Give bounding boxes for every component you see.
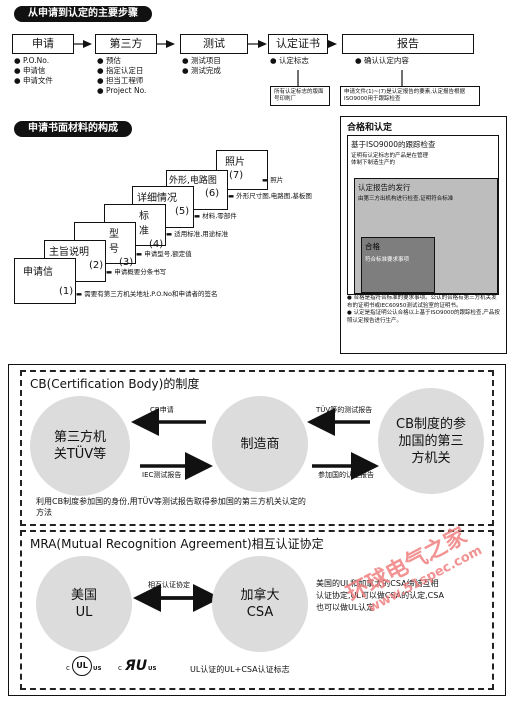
step-4-items: ● 认定标志 bbox=[270, 56, 309, 65]
logo-caption: UL认证的UL+CSA认证标志 bbox=[190, 665, 290, 674]
cb-center-circle: 制造商 bbox=[212, 396, 308, 492]
cb-arrow-label-1: CB申请 bbox=[150, 406, 174, 414]
doc-desc-5: ▬ 材料,零部件 bbox=[194, 212, 237, 220]
cb-left-circle: 第三方机关TÜV等 bbox=[30, 396, 130, 496]
mra-right-circle: 加拿大CSA bbox=[212, 556, 308, 652]
cb-section bbox=[20, 370, 494, 526]
cb-arrow-label-2: IEC测试报告 bbox=[142, 471, 182, 479]
mra-arrow-label: 相互认证协定 bbox=[148, 581, 190, 589]
mra-text: 美国的UL和加拿大的CSA缔结互相认证协定,UL可以做CSA的认定,CSA也可以… bbox=[316, 579, 444, 612]
step-box-4: 认定证书 bbox=[268, 34, 328, 54]
docs-title: 申请书面材料的构成 bbox=[14, 121, 132, 137]
note-report: 申请文件(1)~(7)是认定报告的要素,认定报告根据ISO9000用于跟踪检查 bbox=[340, 86, 480, 106]
doc-desc-7: ▬ 照片 bbox=[262, 176, 284, 184]
qual-outer: 基于ISO9000的跟踪检查 证明有认定标志的产品是在管理体制下制造生产的 认定… bbox=[347, 135, 499, 295]
step-3-items: ● 测试项目 ● 测试完成 bbox=[182, 56, 221, 75]
doc-1: 申请信 (1) bbox=[14, 258, 76, 304]
doc-desc-4: ▬ 适用标准,用途标准 bbox=[166, 230, 229, 238]
mra-title: MRA(Mutual Recognition Agreement)相互认证协定 bbox=[30, 537, 324, 551]
step-5-items: ● 确认认定内容 bbox=[355, 56, 409, 65]
step-box-3: 测试 bbox=[180, 34, 248, 54]
qual-title: 合格和认定 bbox=[347, 123, 393, 133]
step-box-1: 申请 bbox=[12, 34, 74, 54]
steps-arrows bbox=[72, 40, 403, 86]
qual-inner: 合格 符合标准要求事项 bbox=[361, 237, 435, 293]
step-2-items: ● 预估 ● 指定认定日 ● 担当工程师 ● Project No. bbox=[97, 56, 147, 95]
cb-arrow-label-3: TÜV等的测试报告 bbox=[316, 406, 373, 414]
ru-logo: c ЯU US bbox=[118, 658, 157, 674]
steps-title: 从申请到认定的主要步骤 bbox=[14, 6, 152, 22]
qual-mid: 认定报告的发行 由第三方出机构进行检查,证明符合标准 合格 符合标准要求事项 bbox=[354, 178, 498, 294]
qual-notes: ● 合格是指符合标准的要求事项。公认的合格有第三方机关发布的证明书或IEC609… bbox=[347, 295, 500, 324]
mra-section bbox=[20, 530, 494, 690]
cb-right-circle: CB制度的参加国的第三方机关 bbox=[378, 388, 484, 494]
cb-caption: 利用CB制度参加国的身份,用TÜV等测试报告取得参加国的第三方机关认定的方法 bbox=[36, 497, 306, 517]
ul-logo: c UL US bbox=[66, 656, 106, 680]
doc-desc-2: ▬ 申请概要分条书写 bbox=[106, 268, 167, 276]
cb-title: CB(Certification Body)的制度 bbox=[30, 377, 200, 391]
doc-desc-1: ▬ 需要有第三方机关地址,P.O.No和申请者的签名 bbox=[76, 290, 218, 298]
step-box-2: 第三方 bbox=[95, 34, 157, 54]
doc-desc-6: ▬ 外形尺寸图,电路图,基板图 bbox=[228, 192, 312, 200]
qual-panel: 合格和认定 基于ISO9000的跟踪检查 证明有认定标志的产品是在管理体制下制造… bbox=[340, 116, 507, 354]
cb-arrow-label-4: 参加国的认定报告 bbox=[318, 471, 374, 479]
mra-left-circle: 美国UL bbox=[36, 556, 132, 652]
step-box-5: 报告 bbox=[342, 34, 474, 54]
note-cert: 所有认定标志的版面号印刷厂 bbox=[270, 86, 330, 106]
systems-frame bbox=[8, 364, 506, 696]
step-1-items: ● P.O.No. ● 申请信 ● 申请文件 bbox=[14, 56, 53, 85]
doc-desc-3: ▬ 申请型号,额定值 bbox=[136, 250, 192, 258]
